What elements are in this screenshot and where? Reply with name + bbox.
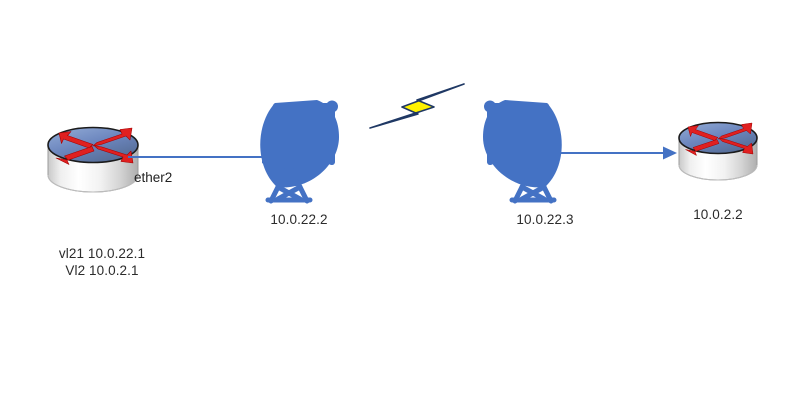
router-left-label-line-1: vl21 10.0.22.1 [58,246,146,261]
router-icon [678,121,758,181]
router-right[interactable] [677,109,759,193]
router-left[interactable] [46,113,140,205]
dish-left-label: 10.0.22.2 [270,212,328,227]
wireless-link[interactable] [362,76,472,148]
lightning-bolt-icon [369,83,465,129]
satellite-dish-icon [483,100,562,204]
dish-right-label: 10.0.22.3 [516,212,574,227]
connector-dish-right-to-router-right [553,144,677,162]
router-icon [47,126,139,193]
satellite-dish-icon [260,100,339,204]
dish-left[interactable] [247,95,352,205]
router-right-label: 10.0.2.2 [693,207,743,222]
router-left-label-line-2: Vl2 10.0.2.1 [65,263,139,278]
dish-right[interactable] [470,95,575,205]
link-label-ether2: ether2 [134,170,173,185]
arrow-right-icon [553,146,677,160]
